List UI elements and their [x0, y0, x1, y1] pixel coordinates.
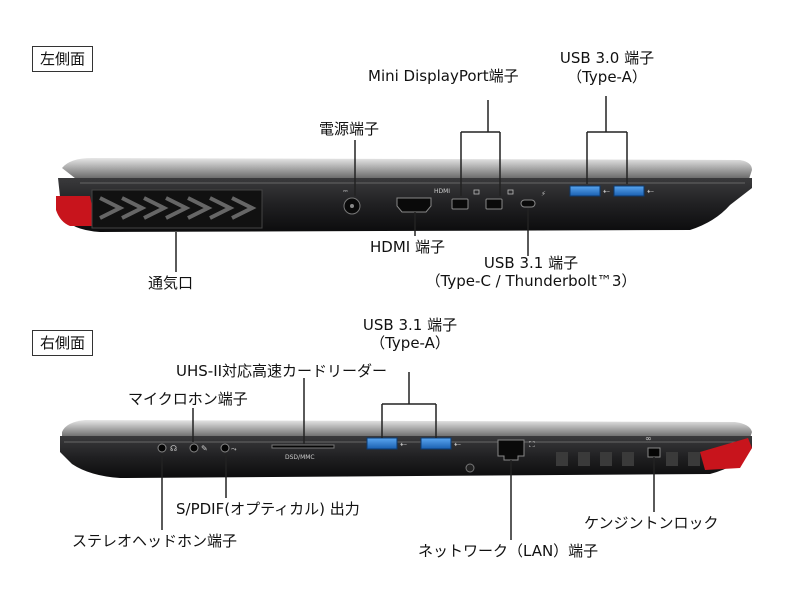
spdif-jack	[220, 443, 230, 453]
svg-text:✎: ✎	[201, 444, 208, 453]
left-vent	[91, 189, 263, 229]
usb31a-port-1	[366, 437, 398, 450]
left-callout-lines	[175, 96, 628, 272]
card-reader-slot	[271, 444, 335, 449]
svg-text:☊: ☊	[170, 444, 177, 453]
label-usb31c-line1: USB 3.1 端子	[483, 254, 579, 272]
card-reader-mark: DSD/MMC	[285, 454, 315, 461]
svg-text:⎓: ⎓	[343, 188, 348, 195]
label-usb31c-line2: （Type-C / Thunderbolt™3）	[425, 272, 637, 290]
left-side-title: 左側面	[32, 46, 94, 72]
usb30-port-2	[613, 185, 645, 197]
svg-text:∞: ∞	[645, 434, 652, 443]
svg-text:⇠: ⇠	[647, 187, 654, 196]
label-card-reader: UHS-II対応高速カードリーダー	[176, 362, 388, 380]
right-vent	[556, 452, 700, 466]
label-usb31a-line1: USB 3.1 端子	[362, 316, 458, 334]
label-hdmi-port: HDMI 端子	[370, 238, 445, 256]
svg-text:⚡: ⚡	[541, 190, 546, 198]
usb31a-port-2	[420, 437, 452, 450]
label-mini-displayport: Mini DisplayPort端子	[368, 67, 519, 85]
right-side-laptop: ☊ ✎ ⤳ DSD/MMC ⇠ ⇠ ⛶ ∞	[60, 420, 752, 478]
svg-text:⇠: ⇠	[603, 187, 610, 196]
svg-text:⛶: ⛶	[528, 440, 535, 449]
mini-dp-port-1	[451, 198, 469, 210]
lan-port	[497, 439, 525, 461]
label-headphone-port: ステレオヘッドホン端子	[72, 532, 238, 550]
label-usb30-line1: USB 3.0 端子	[559, 49, 655, 67]
label-spdif-port: S/PDIF(オプティカル) 出力	[176, 500, 360, 518]
label-usb31a-line2: （Type-A）	[370, 334, 450, 352]
usb-c-port	[520, 199, 536, 208]
headphone-jack	[157, 443, 167, 453]
label-power-port: 電源端子	[319, 120, 380, 138]
usb30-port-1	[569, 185, 601, 197]
right-side-title: 右側面	[32, 330, 94, 356]
label-mic-port: マイクロホン端子	[128, 390, 248, 408]
right-callout-lines	[161, 372, 655, 540]
label-vent: 通気口	[148, 274, 194, 292]
svg-text:⤳: ⤳	[231, 445, 237, 453]
hdmi-port	[396, 197, 432, 213]
left-red-accent	[56, 196, 96, 226]
svg-text:⇠: ⇠	[454, 440, 461, 449]
label-usb30-line2: （Type-A）	[567, 68, 647, 86]
label-lan-port: ネットワーク（LAN）端子	[418, 542, 599, 560]
mini-dp-port-2	[485, 198, 503, 210]
left-side-laptop: ⎓ HDMI ⚡ ⇠ ⇠	[56, 158, 752, 232]
hdmi-mark: HDMI	[434, 188, 450, 195]
kensington-slot	[647, 447, 661, 458]
right-red-accent	[700, 438, 752, 470]
label-kensington-lock: ケンジントンロック	[584, 514, 719, 532]
svg-text:⇠: ⇠	[400, 440, 407, 449]
mic-jack	[189, 443, 199, 453]
